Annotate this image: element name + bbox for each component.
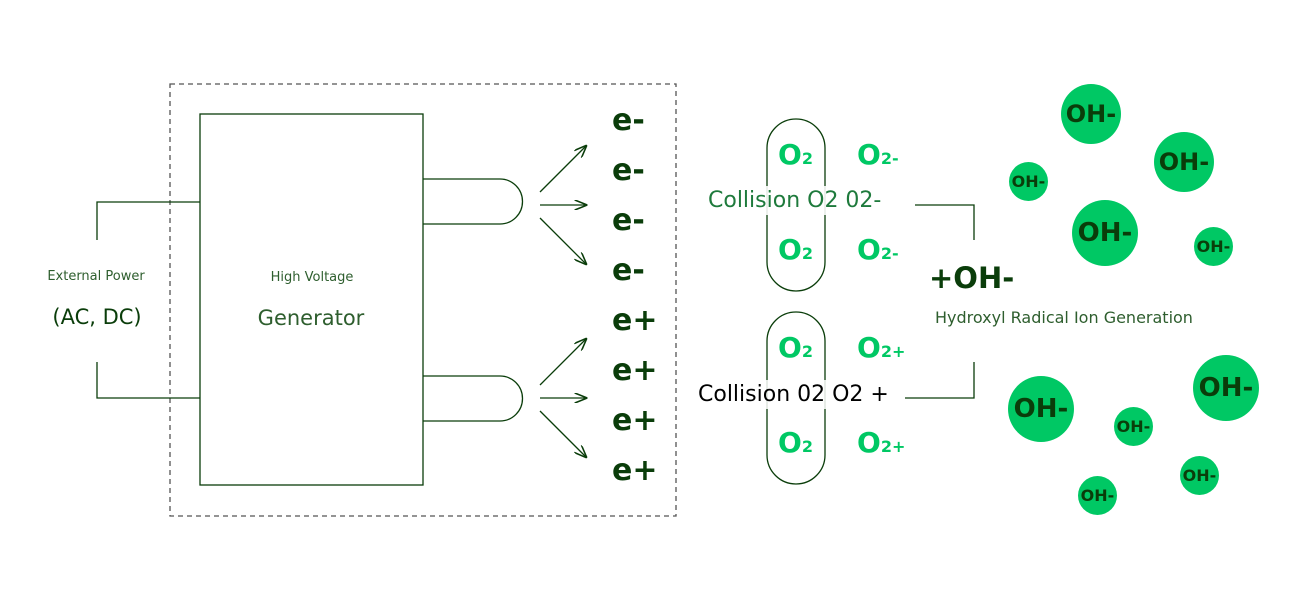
electron-negative-3: e-: [612, 203, 645, 238]
o2-molecule: O2: [778, 426, 813, 459]
electron-positive-4: e+: [612, 453, 658, 488]
arrow-bottom-3: [539, 410, 586, 457]
oh-ion-bubble: OH-: [1180, 456, 1219, 495]
o2-negative-ion: O2-: [857, 138, 899, 171]
electron-positive-2: e+: [612, 353, 658, 388]
hydroxyl-label: Hydroxyl Radical Ion Generation: [935, 308, 1193, 327]
electrode-top: [423, 178, 524, 225]
connector-bottom: [905, 362, 975, 399]
oh-ion-bubble: OH-: [1072, 200, 1138, 266]
electron-positive-1: e+: [612, 303, 658, 338]
arrow-bottom-1: [539, 339, 586, 386]
oh-ion-bubble: OH-: [1008, 376, 1074, 442]
generator-name: Generator: [257, 306, 365, 330]
electron-negative-1: e-: [612, 103, 645, 138]
generator-enclosure: [169, 83, 677, 517]
collision-label-negative: Collision O2 02-: [700, 186, 890, 215]
oh-ion-bubble: OH-: [1114, 407, 1153, 446]
electrode-bottom: [423, 375, 524, 422]
o2-molecule: O2: [778, 233, 813, 266]
o2-molecule: O2: [778, 331, 813, 364]
o2-positive-ion: O2+: [857, 331, 906, 364]
connector-top: [915, 204, 975, 240]
oh-ion-bubble: OH-: [1061, 84, 1121, 144]
generator-title: High Voltage: [270, 270, 354, 285]
o2-molecule: O2: [778, 138, 813, 171]
oh-ion-bubble: OH-: [1193, 355, 1259, 421]
arrow-top-1: [539, 146, 586, 193]
oh-ion-bubble: OH-: [1078, 476, 1117, 515]
external-power-title: External Power: [47, 269, 145, 284]
oh-ion-bubble: OH-: [1009, 162, 1048, 201]
hydroxyl-formula: +OH-: [929, 261, 1015, 295]
oh-ion-bubble: OH-: [1154, 132, 1214, 192]
o2-positive-ion: O2+: [857, 426, 906, 459]
electron-negative-2: e-: [612, 153, 645, 188]
o2-negative-ion: O2-: [857, 233, 899, 266]
generator-box: [199, 113, 424, 486]
external-power-value: (AC, DC): [52, 305, 142, 329]
power-wire-top: [96, 201, 200, 240]
power-wire-bottom: [96, 362, 200, 399]
electron-positive-3: e+: [612, 403, 658, 438]
electron-negative-4: e-: [612, 253, 645, 288]
arrow-top-3: [539, 217, 586, 264]
oh-ion-bubble: OH-: [1194, 227, 1233, 266]
collision-label-positive: Collision 02 O2 +: [690, 380, 897, 409]
